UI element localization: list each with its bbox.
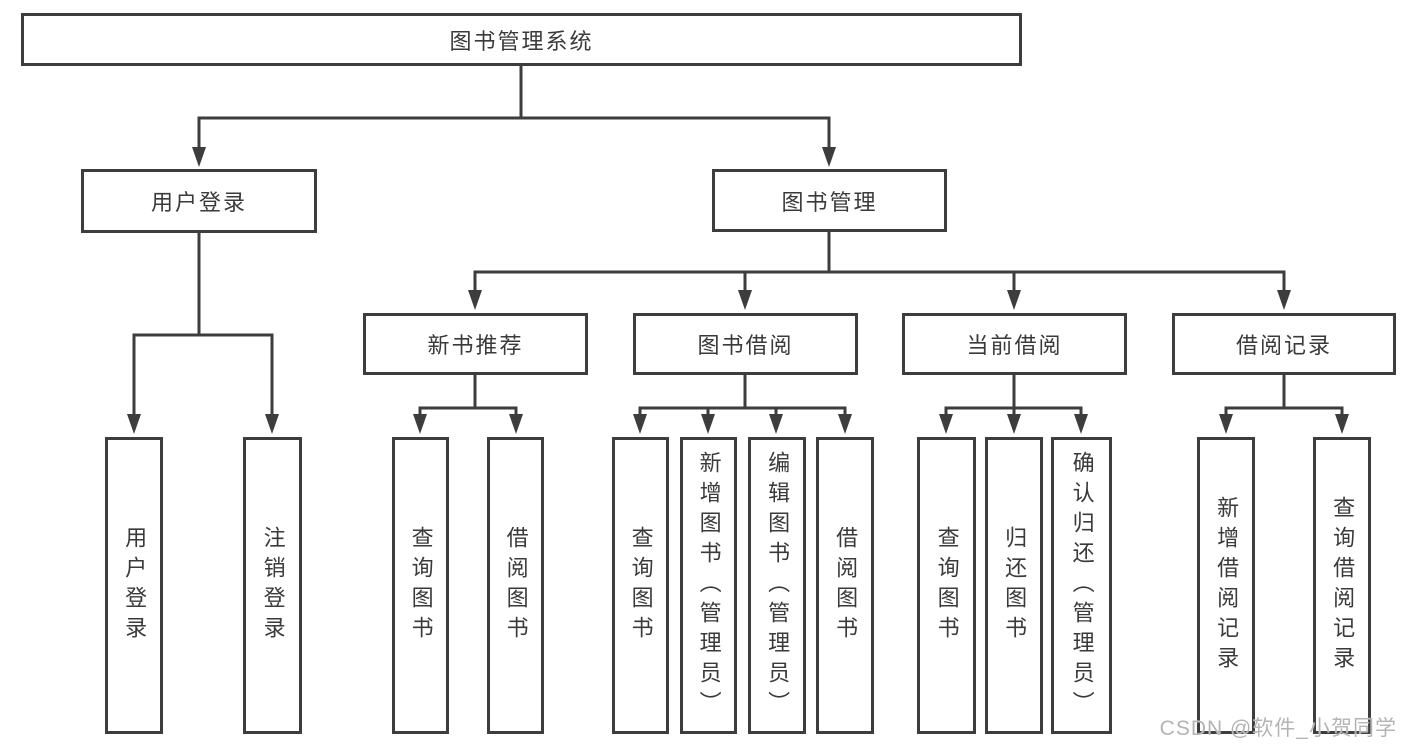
leaf-edit-book-admin: 编辑图书（管理员） [748,437,806,734]
leaf-confirm-return-admin: 确认归还（管理员） [1051,437,1112,734]
node-user-login: 用户登录 [81,169,317,233]
node-book-borrow: 图书借阅 [633,313,858,375]
leaf-query-borrow-record: 查询借阅记录 [1313,437,1371,734]
leaf-return-book: 归还图书 [985,437,1043,734]
leaf-add-borrow-record: 新增借阅记录 [1197,437,1255,734]
leaf-borrow-books: 借阅图书 [816,437,874,734]
leaf-borrow-books-recommend: 借阅图书 [487,437,544,734]
leaf-user-login: 用户登录 [105,437,163,734]
leaf-add-book-admin: 新增图书（管理员） [680,437,737,734]
leaf-logout: 注销登录 [243,437,302,734]
node-current-borrow: 当前借阅 [902,313,1127,375]
leaf-query-books-borrow: 查询图书 [612,437,669,734]
node-borrow-records: 借阅记录 [1172,313,1396,375]
watermark: CSDN @软件_小贺同学 [1159,717,1397,740]
arrowheads [127,147,1349,434]
node-book-management: 图书管理 [712,169,947,232]
node-new-book-recommend: 新书推荐 [363,313,588,375]
leaf-query-books-recommend: 查询图书 [392,437,449,734]
node-book-management-system: 图书管理系统 [21,13,1022,66]
leaf-query-books-current: 查询图书 [917,437,976,734]
